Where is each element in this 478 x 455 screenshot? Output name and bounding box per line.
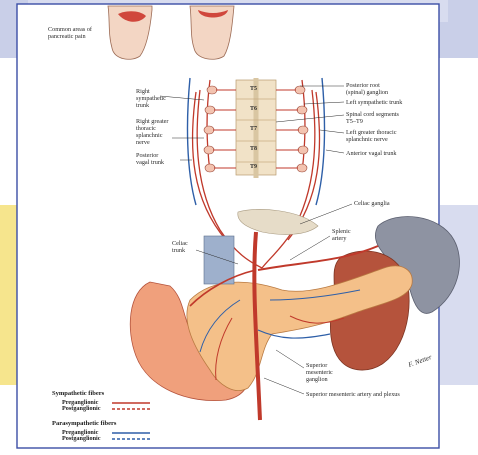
legend-sympathetic-title: Sympathetic fibers — [52, 390, 104, 397]
segment-label: T8 — [250, 146, 257, 152]
label-celiac-trunk: Celiac trunk — [172, 240, 188, 254]
label-left-greater-thoracic-splanchnic-nerve: Left greater thoracic splanchnic nerve — [346, 129, 397, 143]
label-superior-mesenteric-ganglion: Superior mesenteric ganglion — [306, 362, 333, 383]
label-pancreatic-pain: Common areas of pancreatic pain — [48, 26, 92, 40]
legend-symp-postganglionic: Postganglionic — [62, 405, 101, 412]
label-superior-mesenteric-artery: Superior mesenteric artery and plexus — [306, 391, 400, 398]
label-celiac-ganglia: Celiac ganglia — [354, 200, 390, 207]
legend-para-postganglionic: Postganglionic — [62, 435, 101, 442]
legend-parasympathetic-title: Parasympathetic fibers — [52, 420, 116, 427]
segment-label: T6 — [250, 106, 257, 112]
label-posterior-root-ganglion: Posterior root (spinal) ganglion — [346, 82, 388, 96]
segment-label: T9 — [250, 164, 257, 170]
segment-label: T7 — [250, 126, 257, 132]
segment-label: T5 — [250, 86, 257, 92]
label-left-sympathetic-trunk: Left sympathetic trunk — [346, 99, 402, 106]
label-posterior-vagal-trunk: Posterior vagal trunk — [136, 152, 164, 166]
label-right-sympathetic-trunk: Right sympathetic trunk — [136, 88, 166, 109]
label-anterior-vagal-trunk: Anterior vagal trunk — [346, 150, 397, 157]
label-right-greater-thoracic-splanchnic-nerve: Right greater thoracic splanchnic nerve — [136, 118, 168, 146]
label-spinal-cord-segments: Spinal cord segments T5–T9 — [346, 111, 399, 125]
label-splenic-artery: Splenic artery — [332, 228, 351, 242]
